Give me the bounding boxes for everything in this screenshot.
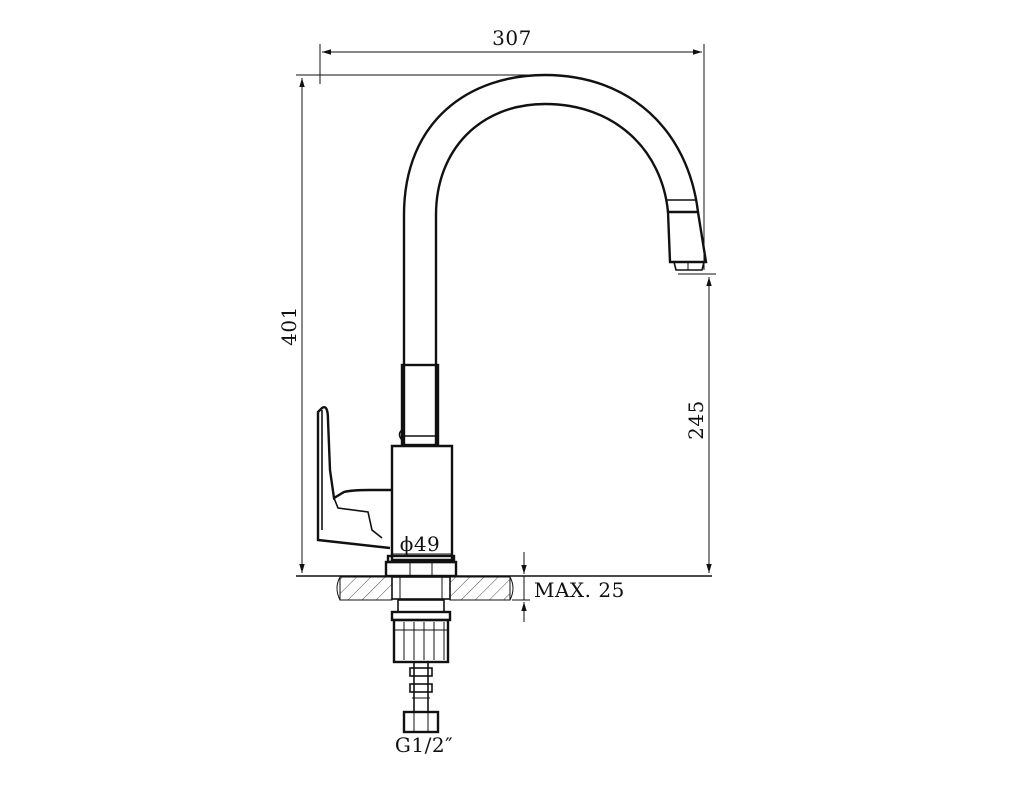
base-diameter-dimension: ϕ49: [392, 532, 452, 556]
lever-handle: [316, 406, 392, 550]
spout-inner: [434, 102, 670, 444]
max-thickness-dimension: MAX. 25: [512, 552, 625, 622]
height-label: 401: [277, 306, 301, 346]
width-dimension: 307: [319, 26, 705, 270]
height-dimension: 401: [277, 74, 545, 573]
counter-section: [336, 576, 514, 601]
width-label: 307: [492, 26, 532, 50]
thread-label: G1/2″: [395, 733, 453, 757]
spout-height-dimension: 245: [678, 273, 716, 573]
faucet-body: [316, 73, 708, 578]
spout-outer: [402, 73, 700, 444]
base-diameter-label: ϕ49: [400, 532, 441, 556]
mounting-assembly: G1/2″: [390, 576, 453, 757]
spout-height-label: 245: [684, 400, 708, 440]
max-thickness-label: MAX. 25: [534, 578, 625, 602]
